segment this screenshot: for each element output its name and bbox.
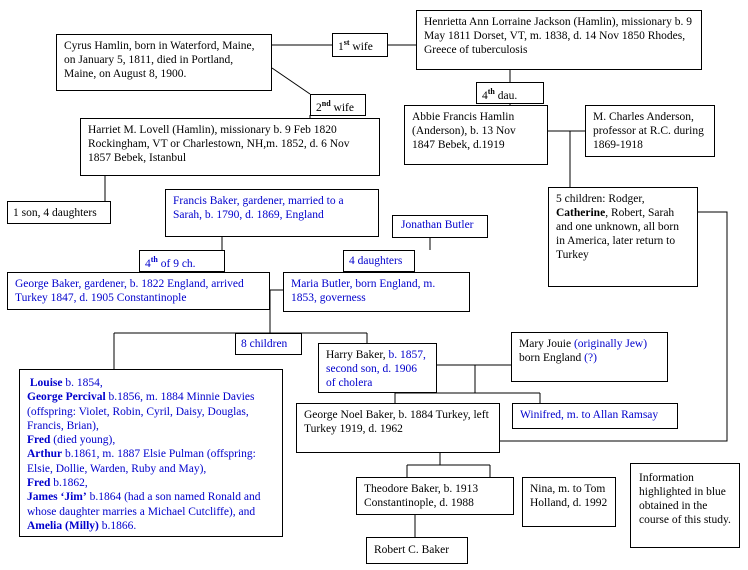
connector-anderson-georgenoel: [500, 211, 728, 442]
person-francis-baker: Francis Baker, gardener, married to a Sa…: [165, 189, 379, 237]
person-henrietta-jackson: Henrietta Ann Lorraine Jackson (Hamlin),…: [416, 10, 702, 70]
person-mary-jouie: Mary Jouie (originally Jew) born England…: [511, 332, 668, 382]
person-maria-butler: Maria Butler, born England, m. 1853, gov…: [283, 272, 470, 312]
baker-children-list: Louise b. 1854, George Percival b.1856, …: [19, 369, 283, 537]
person-abbie-hamlin: Abbie Francis Hamlin (Anderson), b. 13 N…: [404, 105, 548, 165]
person-harriet-lovell: Harriet M. Lovell (Hamlin), missionary b…: [80, 118, 380, 176]
person-winifred: Winifred, m. to Allan Ramsay: [512, 403, 678, 429]
label-first-wife: 1st wife: [332, 33, 388, 57]
person-george-noel-baker: George Noel Baker, b. 1884 Turkey, left …: [296, 403, 500, 453]
person-harry-baker: Harry Baker, b. 1857, second son, d. 190…: [318, 343, 437, 393]
info-note: Information highlighted in blue obtained…: [630, 463, 740, 548]
person-nina: Nina, m. to Tom Holland, d. 1992: [522, 477, 616, 527]
label-fourth-daughter: 4th dau.: [476, 82, 544, 104]
person-theodore-baker: Theodore Baker, b. 1913 Constantinople, …: [356, 477, 514, 515]
label-one-son-four-daughters: 1 son, 4 daughters: [7, 201, 111, 224]
label-four-daughters: 4 daughters: [343, 250, 415, 272]
label-eight-children: 8 children: [235, 333, 302, 355]
anderson-children: 5 children: Rodger, Catherine, Robert, S…: [548, 187, 698, 287]
label-second-wife: 2nd wife: [310, 94, 366, 116]
label-fourth-of-nine: 4th of 9 ch.: [139, 250, 225, 272]
person-robert-baker: Robert C. Baker: [366, 537, 468, 564]
connector-cyrus-wife2: [271, 67, 311, 95]
person-jonathan-butler: Jonathan Butler: [392, 215, 488, 238]
person-cyrus-hamlin: Cyrus Hamlin, born in Waterford, Maine, …: [56, 34, 272, 91]
person-charles-anderson: M. Charles Anderson, professor at R.C. d…: [585, 105, 715, 157]
person-george-baker: George Baker, gardener, b. 1822 England,…: [7, 272, 270, 310]
